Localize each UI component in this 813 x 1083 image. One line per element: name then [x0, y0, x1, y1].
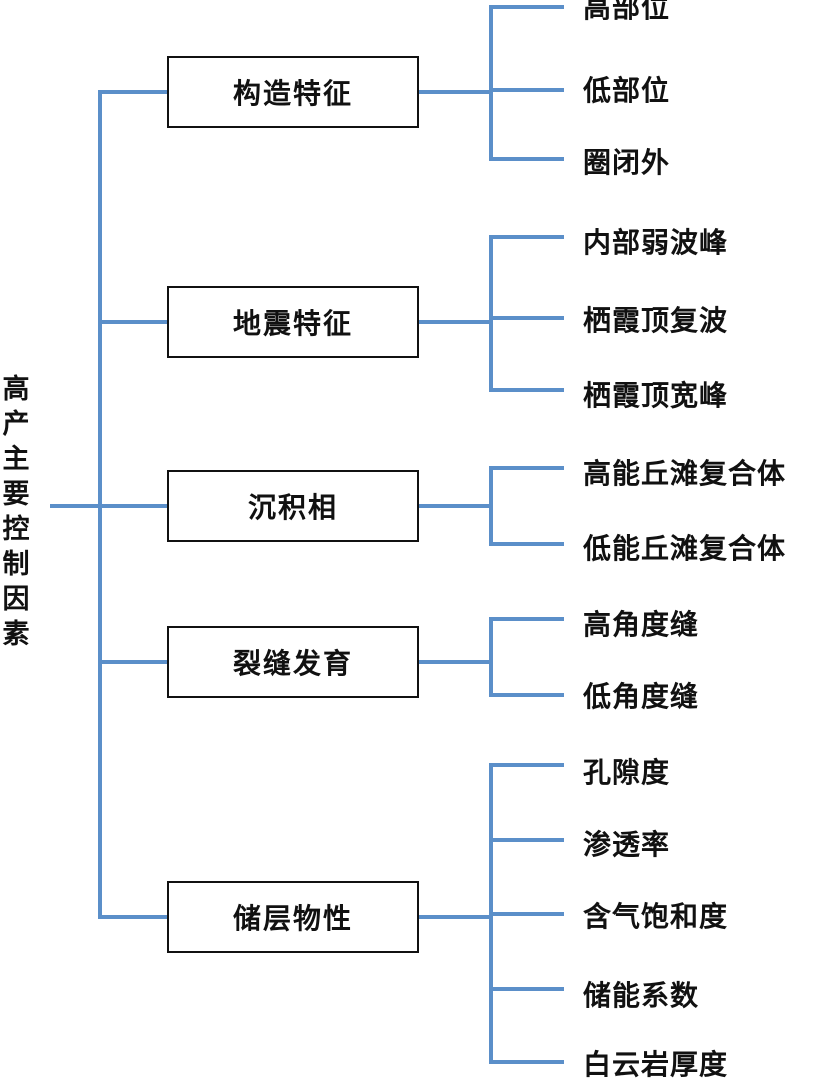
leaf-label: 高部位: [583, 0, 671, 24]
leaf-label: 孔隙度: [583, 756, 671, 789]
root-label: 高产主要控制因素: [2, 374, 30, 650]
category-box-fractures[interactable]: 裂缝发育: [167, 626, 419, 698]
category-box-sedimentary-facies[interactable]: 沉积相: [167, 470, 419, 542]
category-label: 储层物性: [232, 902, 353, 935]
leaf-label: 高角度缝: [583, 608, 700, 641]
leaf-label: 低部位: [583, 74, 671, 107]
category-label: 沉积相: [247, 491, 338, 524]
category-label: 裂缝发育: [232, 647, 353, 680]
leaf-label: 高能丘滩复合体: [583, 457, 787, 490]
leaf-label: 圈闭外: [583, 146, 671, 179]
leaf-label: 储能系数: [583, 979, 700, 1012]
leaf-label: 渗透率: [583, 828, 671, 861]
category-box-reservoir-properties[interactable]: 储层物性: [167, 881, 419, 953]
category-label: 构造特征: [232, 77, 353, 110]
leaf-label: 栖霞顶复波: [583, 304, 729, 337]
leaf-label: 白云岩厚度: [583, 1048, 729, 1081]
leaf-label: 内部弱波峰: [583, 226, 729, 259]
category-box-seismic[interactable]: 地震特征: [167, 286, 419, 358]
category-label: 地震特征: [232, 307, 353, 340]
leaf-label: 低角度缝: [583, 680, 700, 713]
leaf-label: 栖霞顶宽峰: [583, 379, 729, 412]
category-box-structure[interactable]: 构造特征: [167, 56, 419, 128]
leaf-label: 含气饱和度: [583, 900, 729, 933]
leaf-label: 低能丘滩复合体: [583, 532, 787, 565]
